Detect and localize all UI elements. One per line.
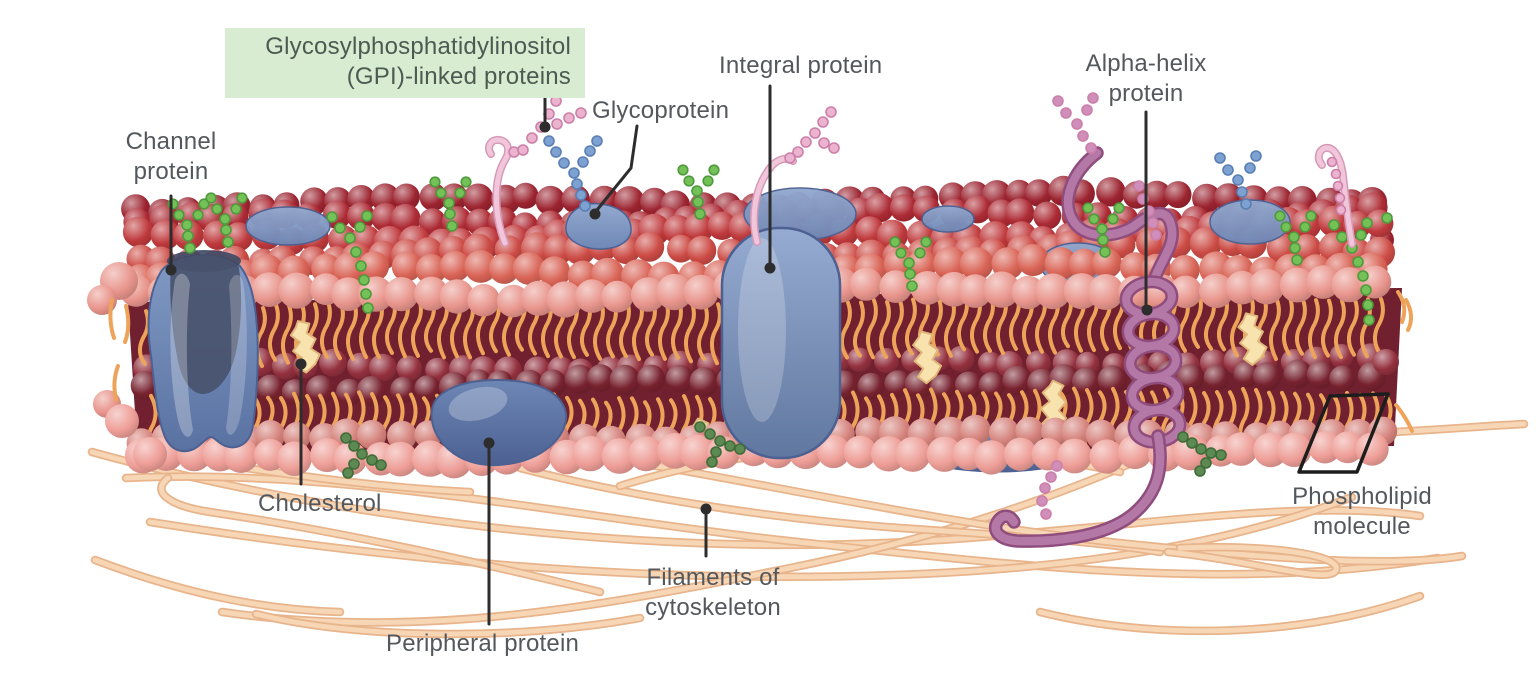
label-gpi-linked-proteins: Glycosylphosphatidylinositol (GPI)-linke… [225,28,585,98]
label-cholesterol: Cholesterol [258,490,382,517]
label-peripheral-protein: Peripheral protein [386,630,580,657]
label-phospholipid-molecule: Phospholipid molecule [1292,483,1432,540]
label-glycoprotein: Glycoprotein [592,97,730,124]
label-channel-protein: Channel protein [125,128,217,185]
label-alpha-helix-protein: Alpha-helix protein [1085,50,1207,107]
label-filaments-of-cytoskeleton: Filaments of cytoskeleton [645,564,781,621]
label-integral-protein: Integral protein [719,52,883,79]
